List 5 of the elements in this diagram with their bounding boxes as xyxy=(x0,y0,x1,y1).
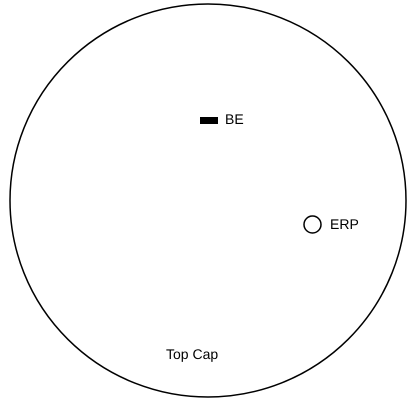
bar-marker xyxy=(200,117,218,124)
circle-marker xyxy=(303,215,322,234)
marker-label: ERP xyxy=(330,216,359,232)
part-label: Top Cap xyxy=(166,346,218,362)
marker-label: BE xyxy=(225,111,244,127)
